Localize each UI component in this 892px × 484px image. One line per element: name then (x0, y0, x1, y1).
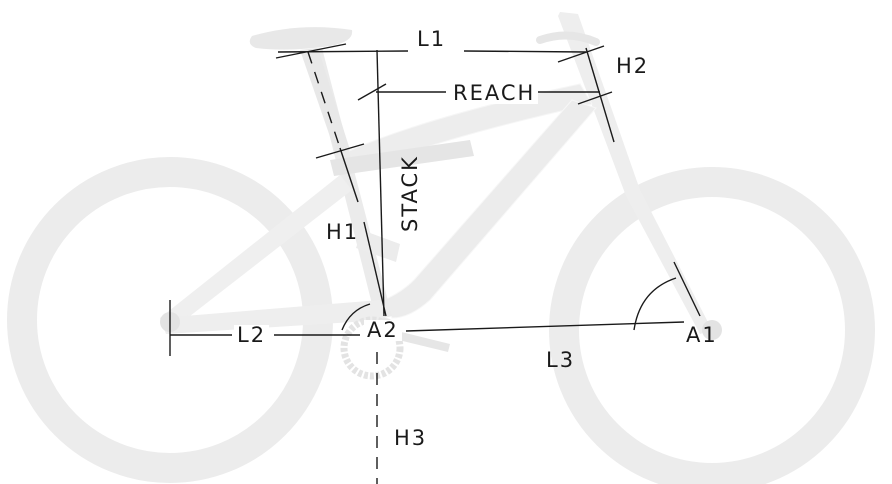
a2-arc (341, 303, 371, 331)
stack-line (376, 49, 385, 317)
label-reach: REACH (450, 83, 539, 104)
label-h2: H2 (616, 54, 650, 78)
h2-line (585, 47, 615, 143)
label-a2: A2 (364, 320, 402, 341)
front-hub (702, 320, 722, 340)
l3-line (405, 321, 685, 332)
label-l1: L1 (414, 29, 450, 50)
reach-tick-left (357, 83, 387, 101)
front-wheel (549, 167, 875, 484)
rocker-link (356, 230, 400, 262)
label-l3: L3 (546, 348, 576, 372)
label-l2: L2 (234, 325, 270, 346)
a1-arc (633, 277, 677, 331)
saddle (249, 27, 353, 50)
l1-line-left (277, 50, 409, 53)
seat-tube-dashed (307, 51, 341, 149)
l1-tick-left (275, 43, 347, 59)
label-h3: H3 (394, 426, 428, 450)
h1-line (363, 221, 387, 317)
rear-shock (330, 140, 474, 176)
seat-tube-solid (339, 147, 359, 203)
h1-tick-top (315, 143, 365, 159)
measurement-lines (169, 43, 701, 484)
seat-stay (160, 175, 352, 330)
label-stack: STACK (398, 155, 422, 232)
label-h1: H1 (326, 220, 360, 244)
chainring (340, 316, 404, 380)
bike-silhouette (7, 12, 875, 484)
handlebar (536, 31, 600, 46)
l1-tick-right (557, 45, 605, 63)
label-a1: A1 (686, 323, 718, 347)
reach-tick-right (577, 91, 613, 105)
l1-line-right (463, 50, 587, 53)
down-tube (383, 99, 597, 319)
a1-fork-line (673, 261, 701, 317)
chain-stay (160, 300, 384, 334)
